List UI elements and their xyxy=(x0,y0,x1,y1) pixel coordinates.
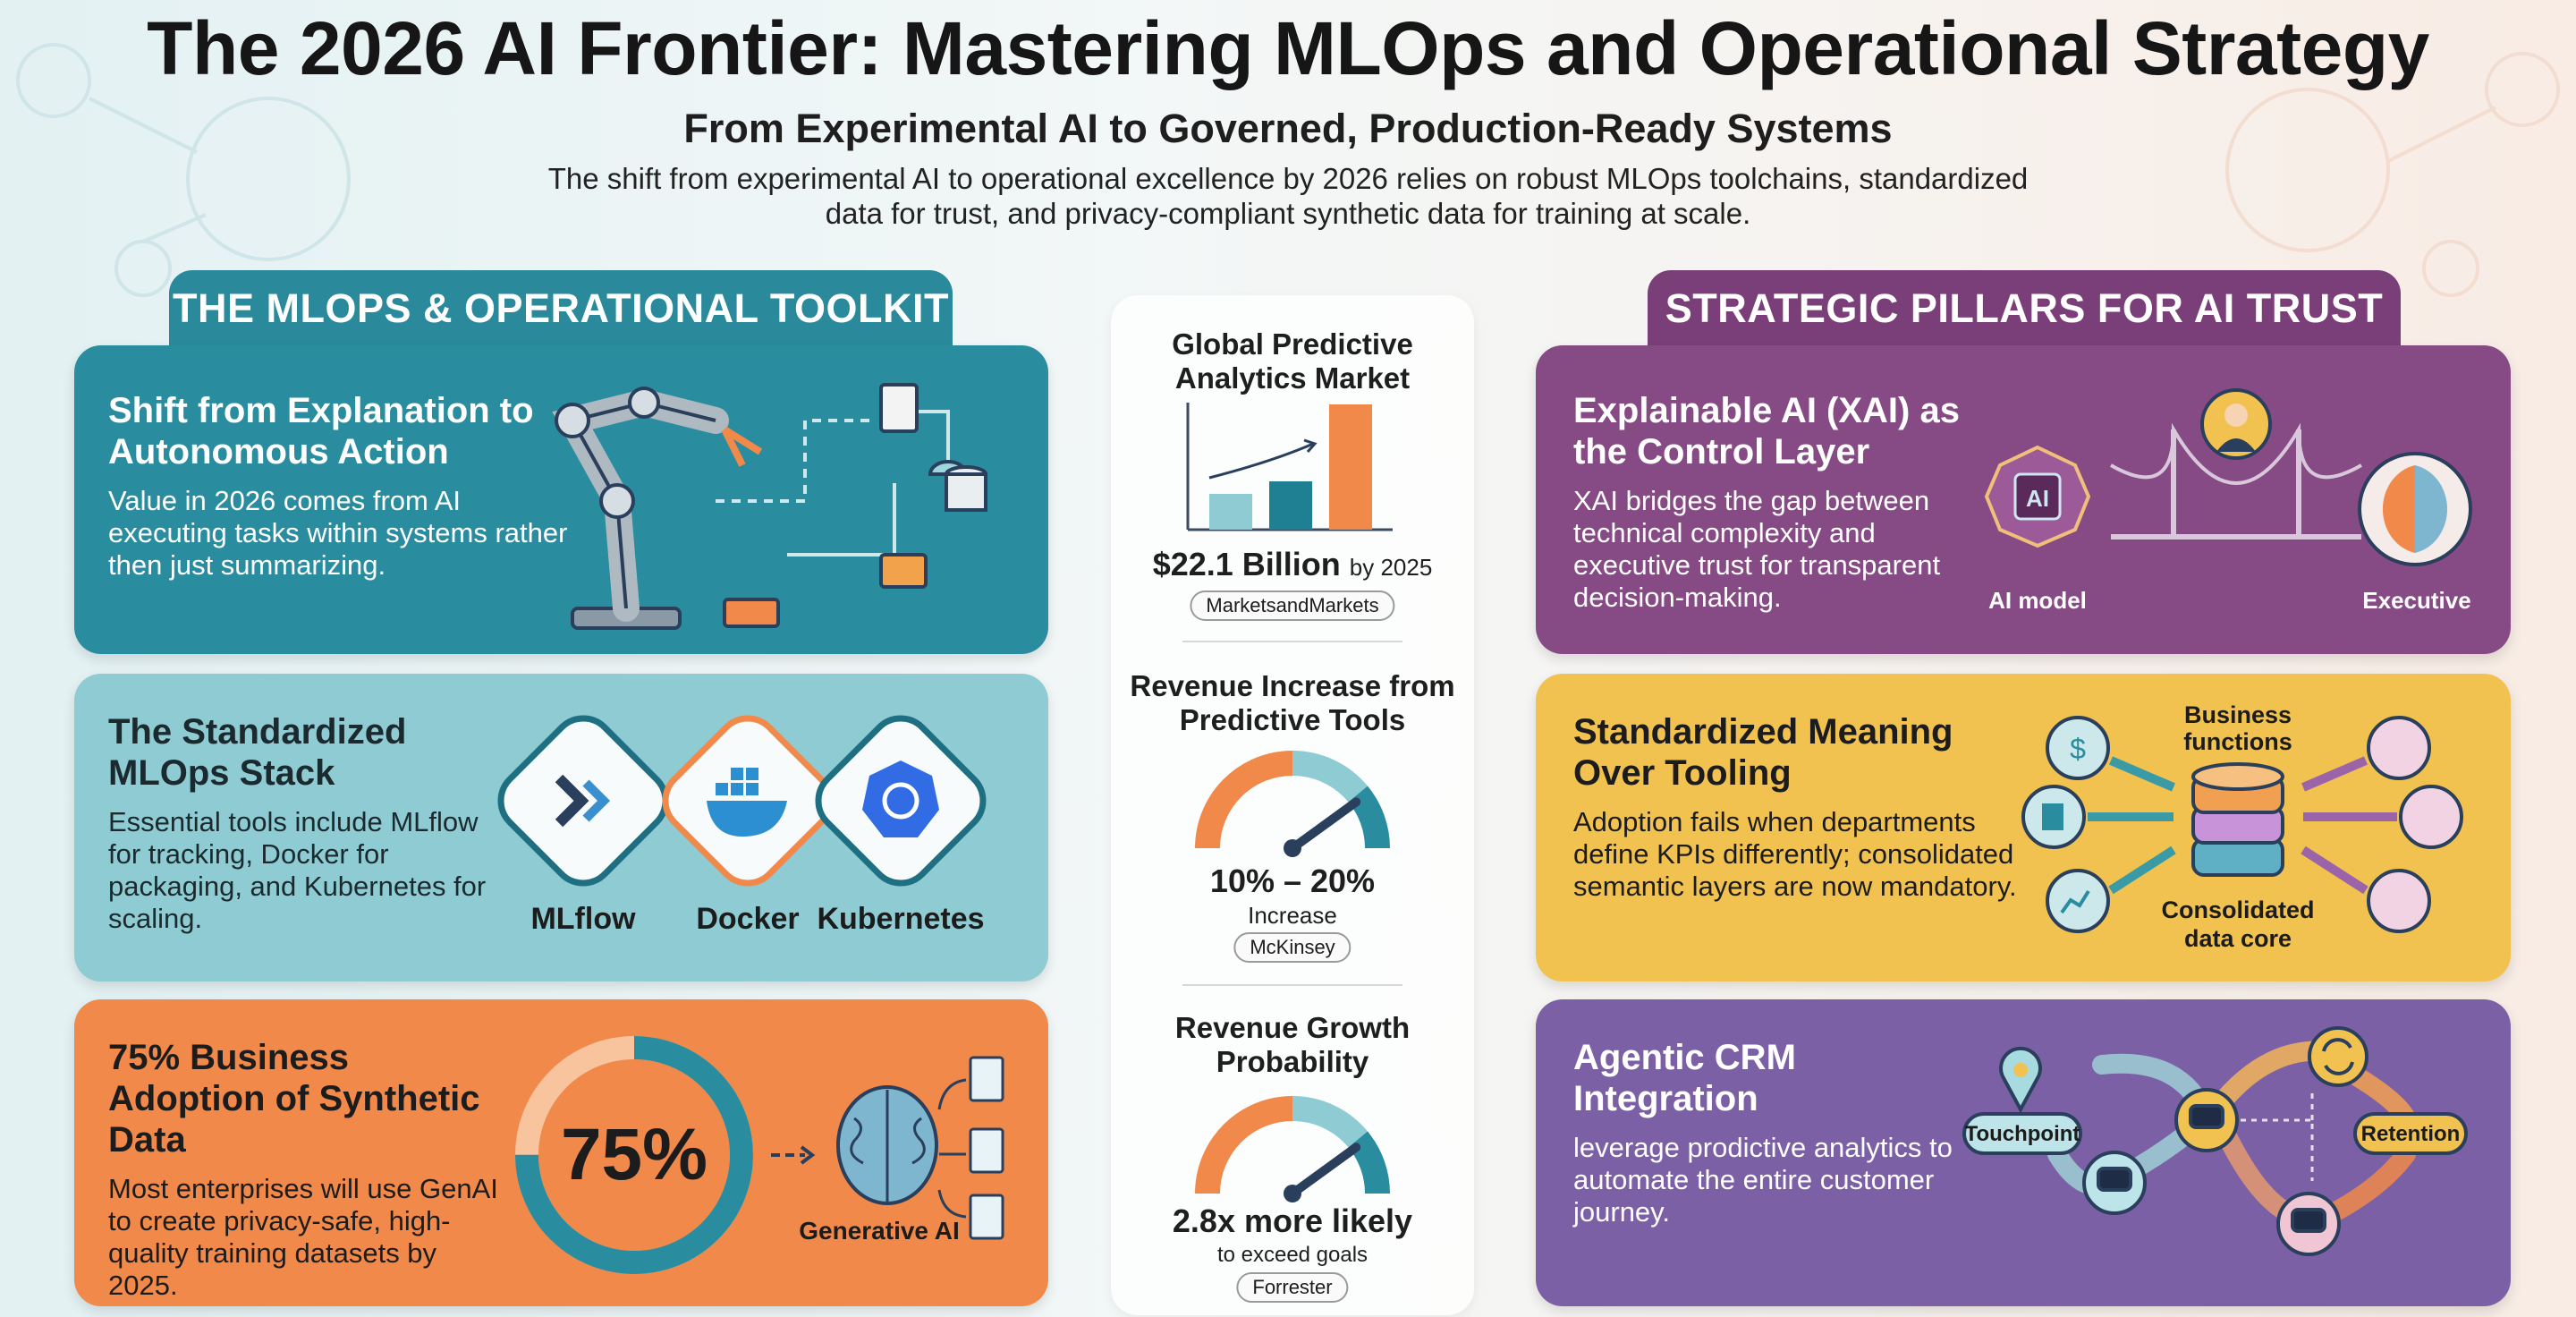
card-body: Most enterprises will use GenAI to creat… xyxy=(108,1173,498,1301)
gauge-segment-low xyxy=(1195,751,1293,849)
gauge-segment-low xyxy=(1195,1096,1293,1194)
divider xyxy=(1182,641,1402,642)
gauge-hub xyxy=(1284,1185,1301,1202)
card-agentic-crm: Agentic CRM Integration leverage prodict… xyxy=(1536,999,2511,1306)
revenue-title: Revenue Increase from Predictive Tools xyxy=(1130,669,1455,736)
market-value-number: $22.1 Billion xyxy=(1152,546,1341,582)
card-xai: Explainable AI (XAI) as the Control Laye… xyxy=(1536,345,2511,654)
growth-title: Revenue Growth Probability xyxy=(1174,1011,1411,1078)
page-subtitle: From Experimental AI to Governed, Produc… xyxy=(683,106,1893,151)
card-title: 75% Business Adoption of Synthetic Data xyxy=(108,1038,480,1160)
gauge-hub xyxy=(1284,839,1301,857)
card-title: The Standardized MLOps Stack xyxy=(108,712,407,793)
gauge-segment-high xyxy=(1348,1131,1390,1194)
trend-arrow xyxy=(1208,442,1314,480)
card-body: XAI bridges the gap between technical co… xyxy=(1573,485,1941,613)
page-title: The 2026 AI Frontier: Mastering MLOps an… xyxy=(147,6,2429,90)
market-value: $22.1 Billion by 2025 xyxy=(1111,548,1474,584)
market-value-year: by 2025 xyxy=(1349,554,1433,581)
card-body: Value in 2026 comes from AI executing ta… xyxy=(108,485,568,581)
card-synthetic-data: 75% Business Adoption of Synthetic Data … xyxy=(74,999,1048,1306)
revenue-value: 10% – 20% xyxy=(1209,862,1376,899)
gauge-segment-high xyxy=(1348,786,1390,849)
revenue-sub: Increase xyxy=(1248,902,1337,929)
gauge-needle xyxy=(1288,797,1361,853)
market-bar-chart xyxy=(1186,403,1393,531)
growth-value: 2.8x more likely xyxy=(1172,1202,1413,1239)
card-title: Standardized Meaning Over Tooling xyxy=(1573,712,1953,793)
revenue-gauge xyxy=(1195,751,1390,857)
gauge-needle xyxy=(1288,1143,1361,1198)
card-body: Adoption fails when departments define K… xyxy=(1573,806,2017,902)
growth-sub: to exceed goals xyxy=(1216,1243,1368,1267)
gauge-segment-mid xyxy=(1292,1096,1368,1148)
page-description: The shift from experimental AI to operat… xyxy=(547,162,2029,230)
card-mlops-stack: The Standardized MLOps Stack Essential t… xyxy=(74,674,1048,981)
card-standardized-meaning: Standardized Meaning Over Tooling Adopti… xyxy=(1536,674,2511,981)
divider xyxy=(1182,984,1402,986)
card-title: Shift from Explanation to Autonomous Act… xyxy=(108,391,534,472)
gauge-segment-mid xyxy=(1292,751,1368,803)
card-autonomous-action: Shift from Explanation to Autonomous Act… xyxy=(74,345,1048,654)
metrics-panel: Global Predictive Analytics Market $22.1… xyxy=(1111,295,1474,1315)
source-badge-marketsandmarkets: MarketsandMarkets xyxy=(1190,591,1395,621)
toolkit-section-header: THE MLOPS & OPERATIONAL TOOLKIT xyxy=(169,270,953,347)
market-title: Global Predictive Analytics Market xyxy=(1172,327,1413,395)
growth-gauge xyxy=(1195,1096,1390,1202)
card-title: Agentic CRM Integration xyxy=(1573,1038,1796,1118)
pillars-section-header: STRATEGIC PILLARS FOR AI TRUST xyxy=(1648,270,2401,347)
bar-2 xyxy=(1269,481,1312,530)
bar-3 xyxy=(1329,404,1372,530)
card-body: leverage prodictive analytics to automat… xyxy=(1573,1132,1953,1228)
bar-1 xyxy=(1209,494,1252,530)
card-body: Essential tools include MLflow for track… xyxy=(108,806,487,934)
card-title: Explainable AI (XAI) as the Control Laye… xyxy=(1573,391,1960,472)
source-badge-forrester: Forrester xyxy=(1236,1272,1349,1303)
source-badge-mckinsey: McKinsey xyxy=(1233,932,1352,963)
